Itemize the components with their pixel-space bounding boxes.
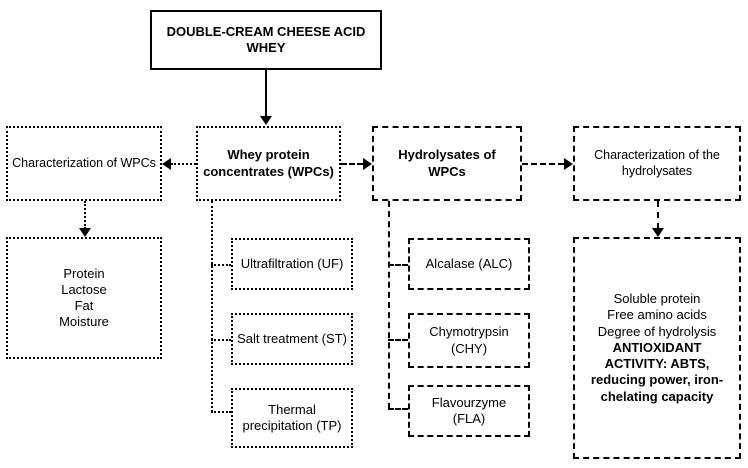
branch-enzyme-chy	[388, 339, 408, 341]
node-alcalase-label: Alcalase (ALC)	[425, 255, 513, 271]
analysis-item: Degree of hydrolysis	[597, 323, 717, 339]
branch-enzyme-alc	[388, 264, 408, 266]
analysis-item: Soluble protein	[613, 291, 701, 307]
branch-wpc-st	[211, 339, 231, 341]
node-hydrolysate-analyses-list: Soluble protein Free amino acids Degree …	[591, 291, 723, 405]
branch-enzyme-fla	[388, 408, 408, 410]
arrowhead-wpcs-to-characterization	[162, 158, 171, 170]
node-chymotrypsin-label: Chymotrypsin (CHY)	[429, 324, 509, 356]
analysis-item-bold: ACTIVITY: ABTS,	[604, 356, 710, 372]
node-wpc-analyses: Protein Lactose Fat Moisture	[6, 237, 162, 359]
node-characterization-wpcs-label: Characterization of WPCs	[12, 155, 156, 170]
arrowhead-hydrolysates-to-characterization	[564, 158, 573, 170]
node-source: DOUBLE-CREAM CHEESE ACID WHEY	[150, 10, 382, 70]
node-thermal-precipitation-label: Thermal precipitation (TP)	[242, 401, 342, 433]
connector-characterization-to-analyses	[84, 201, 86, 229]
node-hydrolysates-label: Hydrolysates of WPCs	[398, 147, 496, 179]
node-ultrafiltration-label: Ultrafiltration (UF)	[240, 255, 344, 271]
node-salt-treatment-label: Salt treatment (ST)	[237, 330, 347, 346]
node-wpcs: Whey protein concentrates (WPCs)	[196, 126, 341, 201]
arrowhead-characterization-hydro-to-analyses	[652, 228, 664, 237]
arrowhead-source-to-wpcs	[260, 116, 272, 125]
node-alcalase: Alcalase (ALC)	[408, 238, 530, 290]
analysis-item-bold: chelating capacity	[600, 388, 714, 404]
branch-wpc-tp	[211, 411, 231, 413]
arrowhead-wpcs-to-hydrolysates	[363, 158, 372, 170]
node-hydrolysates: Hydrolysates of WPCs	[372, 126, 522, 201]
node-wpc-analyses-list: Protein Lactose Fat Moisture	[59, 266, 109, 331]
spine-hydrolysate-enzymes	[388, 201, 390, 409]
analysis-item-bold: reducing power, iron-	[590, 372, 724, 388]
node-characterization-hydrolysates-label: Characterization of the hydrolysates	[594, 147, 720, 178]
analysis-item: Free amino acids	[607, 307, 707, 323]
analysis-item: Protein	[63, 265, 105, 281]
spine-wpc-methods	[211, 201, 213, 412]
analysis-item: Moisture	[59, 314, 109, 330]
node-salt-treatment: Salt treatment (ST)	[231, 313, 353, 365]
node-characterization-wpcs: Characterization of WPCs	[6, 126, 162, 201]
node-wpcs-label: Whey protein concentrates (WPCs)	[203, 147, 334, 179]
node-flavourzyme: Flavourzyme (FLA)	[408, 385, 530, 437]
node-characterization-hydrolysates: Characterization of the hydrolysates	[573, 126, 741, 201]
connector-wpcs-to-characterization	[171, 163, 196, 165]
arrowhead-characterization-to-analyses	[79, 228, 91, 237]
analysis-item: Fat	[74, 298, 94, 313]
node-thermal-precipitation: Thermal precipitation (TP)	[231, 388, 353, 448]
connector-characterization-hydro-to-analyses	[657, 201, 659, 229]
analysis-item: Lactose	[61, 281, 107, 297]
branch-wpc-uf	[211, 264, 231, 266]
connector-source-to-wpcs	[265, 70, 267, 117]
node-source-label: DOUBLE-CREAM CHEESE ACID WHEY	[166, 23, 366, 55]
analysis-item-bold: ANTIOXIDANT	[612, 339, 702, 355]
node-ultrafiltration: Ultrafiltration (UF)	[231, 238, 353, 290]
node-hydrolysate-analyses: Soluble protein Free amino acids Degree …	[573, 237, 741, 459]
connector-hydrolysates-to-characterization	[522, 163, 564, 165]
node-chymotrypsin: Chymotrypsin (CHY)	[408, 313, 530, 368]
connector-wpcs-to-hydrolysates	[341, 163, 363, 165]
node-flavourzyme-label: Flavourzyme (FLA)	[431, 394, 507, 426]
